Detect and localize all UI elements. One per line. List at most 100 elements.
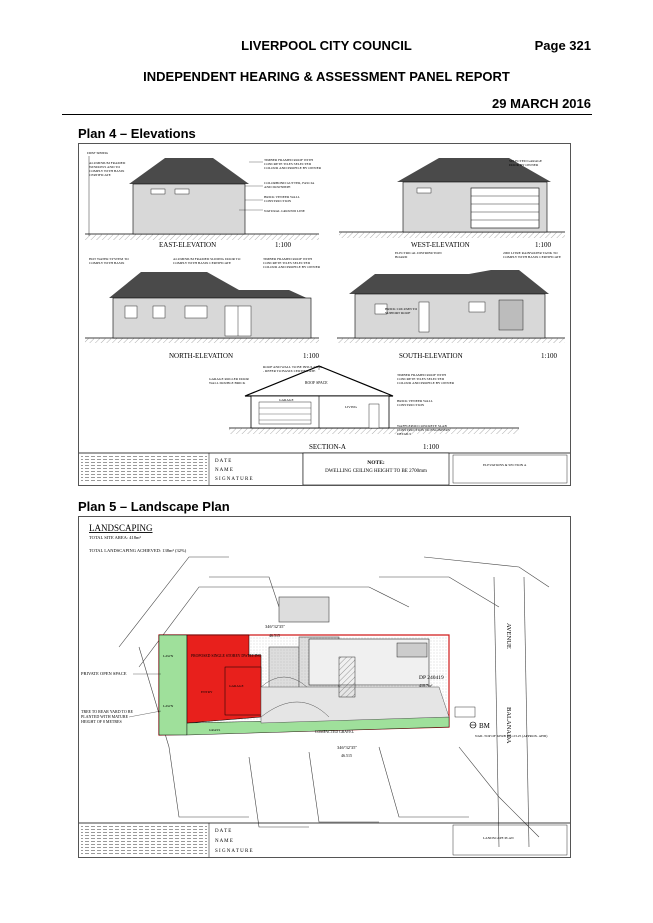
- svg-text:WALL DOUBLE BRICK: WALL DOUBLE BRICK: [209, 381, 246, 385]
- east-elevation: FIRST SPRING ALUMINIUM FRAMED WINDOWS AN…: [85, 151, 322, 249]
- svg-text:TIMBER FRAMED ROOF WITH: TIMBER FRAMED ROOF WITH: [397, 373, 446, 377]
- section-label: SECTION-A: [309, 443, 346, 451]
- svg-text:CERTIFICATE: CERTIFICATE: [89, 173, 111, 177]
- landscape-title-block: D A T E N A M E S I G N A T U R E LANDSC…: [79, 822, 570, 857]
- svg-text:WAFFLEPOD CONCRETE SLAB: WAFFLEPOD CONCRETE SLAB: [397, 424, 447, 428]
- title-block: D A T E N A M E S I G N A T U R E NOTE: …: [79, 452, 570, 486]
- west-elevation: SELECTED GARAGE DOOR BY OWNER WEST-ELEVA…: [339, 158, 565, 249]
- svg-text:BM: BM: [479, 722, 491, 730]
- svg-text:ELECTRICAL DISTRIBUTION: ELECTRICAL DISTRIBUTION: [395, 251, 442, 255]
- date-field: D A T E: [215, 459, 231, 464]
- svg-text:ROOF SPACE: ROOF SPACE: [305, 381, 328, 385]
- sheet-tag: ELEVATIONS & SECTION A: [483, 463, 527, 467]
- landscape-drawing: LANDSCAPING TOTAL SITE AREA: 418m² TOTAL…: [79, 523, 570, 857]
- svg-text:GARAGE: GARAGE: [279, 398, 294, 402]
- svg-text:PLANTED WITH MATURE: PLANTED WITH MATURE: [81, 714, 129, 719]
- header-rule: [62, 114, 592, 115]
- note-text: DWELLING CEILING HEIGHT TO BE 2700mm: [325, 469, 427, 474]
- svg-text:NAIL TOP OF KERB RL=23.25 (APP: NAIL TOP OF KERB RL=23.25 (APPROX. AHD): [475, 734, 548, 738]
- south-scale: 1:100: [541, 352, 557, 360]
- svg-text:COMPLY WITH BASIX: COMPLY WITH BASIX: [89, 261, 125, 265]
- east-scale: 1:100: [275, 241, 291, 249]
- svg-text:WINDOWS AND TO: WINDOWS AND TO: [89, 165, 120, 169]
- svg-text:BOARD: BOARD: [395, 255, 408, 259]
- name-field: N A M E: [215, 468, 233, 473]
- lot-area: 418.7m²: [419, 683, 433, 688]
- callout-windows: ALUMINIUM FRAMED: [89, 161, 126, 165]
- total-landscaping: TOTAL LANDSCAPING ACHIEVED: 138m² (32%): [89, 548, 187, 553]
- north-elevation: HOT WATER SYSTEM TO COMPLY WITH BASIX AL…: [85, 257, 321, 360]
- svg-text:BRICK COLUMN TO: BRICK COLUMN TO: [385, 307, 418, 311]
- proposed-label: PROPOSED SINGLE STOREY DWELLING: [191, 654, 262, 658]
- svg-text:HEIGHT OF 8 METRES: HEIGHT OF 8 METRES: [81, 719, 122, 724]
- signature-field: S I G N A T U R E: [215, 477, 253, 482]
- section-a: ROOF SPACE GARAGE LIVING ROOF AND WALL T…: [209, 365, 519, 451]
- svg-text:COLOUR AND PROFILE BY OWNER: COLOUR AND PROFILE BY OWNER: [397, 381, 455, 385]
- grass-label: GRASS: [209, 728, 220, 732]
- svg-text:BRICK VENEER WALL: BRICK VENEER WALL: [397, 399, 433, 403]
- tree-note-1: TREE TO REAR YARD TO BE: [81, 709, 133, 714]
- svg-text:AND DOWNPIPE: AND DOWNPIPE: [264, 185, 291, 189]
- svg-text:GARAGE ROLLER DOOR: GARAGE ROLLER DOOR: [209, 377, 250, 381]
- svg-text:CONSTRUCTION: CONSTRUCTION: [264, 199, 292, 203]
- bearing-top: 346°32'35": [265, 624, 285, 629]
- svg-text:HOT WATER SYSTEM TO: HOT WATER SYSTEM TO: [89, 257, 129, 261]
- driveway: [260, 686, 450, 724]
- svg-text:BRICK VENEER WALL: BRICK VENEER WALL: [264, 195, 300, 199]
- benchmark: BM NAIL TOP OF KERB RL=23.25 (APPROX. AH…: [469, 721, 548, 738]
- existing-dwelling: [308, 638, 430, 698]
- dim-bottom: 46.515: [341, 753, 352, 758]
- plan5-title: Plan 5 – Landscape Plan: [78, 499, 230, 514]
- elevations-drawing: FIRST SPRING ALUMINIUM FRAMED WINDOWS AN…: [79, 151, 570, 486]
- svg-text:COMPLY WITH BASIX: COMPLY WITH BASIX: [89, 169, 125, 173]
- west-scale: 1:100: [535, 241, 551, 249]
- svg-text:TIMBER FRAMED ROOF WITH: TIMBER FRAMED ROOF WITH: [264, 158, 313, 162]
- svg-text:SUPPORT ROOF: SUPPORT ROOF: [385, 311, 410, 315]
- entry-label: ENTRY: [201, 690, 213, 694]
- garage-label: GARAGE: [229, 684, 244, 688]
- svg-text:COMPLY WITH BASIX CERTIFICATE: COMPLY WITH BASIX CERTIFICATE: [173, 261, 231, 265]
- svg-text:CONSTRUCTION TO ENGINEERS: CONSTRUCTION TO ENGINEERS: [397, 428, 450, 432]
- svg-text:ROOF AND WALL TO BE INSULATED: ROOF AND WALL TO BE INSULATED: [263, 365, 322, 369]
- svg-text:COMPLY WITH BASIX CERTIFICATE: COMPLY WITH BASIX CERTIFICATE: [503, 255, 561, 259]
- report-date: 29 MARCH 2016: [492, 96, 591, 111]
- svg-text:FIRST SPRING: FIRST SPRING: [87, 151, 109, 155]
- plan4-title: Plan 4 – Elevations: [78, 126, 196, 141]
- svg-text:CONCRETE TILES SELECTED: CONCRETE TILES SELECTED: [263, 261, 311, 265]
- svg-text:ALUMINIUM FRAMED SLIDING DOOR: ALUMINIUM FRAMED SLIDING DOOR TO: [173, 257, 241, 261]
- dim-top: 46.515: [269, 633, 280, 638]
- note-title: NOTE:: [367, 460, 385, 466]
- bearing-bottom: 346°32'35": [337, 745, 357, 750]
- svg-text:NATURAL GROUND LINE: NATURAL GROUND LINE: [264, 209, 305, 213]
- street-avenue: AVENUE: [505, 623, 512, 649]
- svg-text:COLORBOND GUTTER, FASCIA: COLORBOND GUTTER, FASCIA: [264, 181, 315, 186]
- landscape-signature-field: S I G N A T U R E: [215, 849, 253, 854]
- svg-text:SELECTED GARAGE: SELECTED GARAGE: [509, 159, 542, 163]
- svg-text:COLOUR AND PROFILE BY OWNER: COLOUR AND PROFILE BY OWNER: [263, 265, 321, 269]
- lawn-area: [158, 634, 188, 736]
- north-label: NORTH-ELEVATION: [169, 352, 233, 360]
- svg-text:- REFER TO BASIX CERTIFICATE: - REFER TO BASIX CERTIFICATE: [263, 369, 315, 373]
- lawn-label-2: LAWN: [163, 704, 174, 708]
- site-area: TOTAL SITE AREA: 418m²: [89, 535, 142, 540]
- elevations-sheet: FIRST SPRING ALUMINIUM FRAMED WINDOWS AN…: [78, 143, 571, 486]
- landscape-name-field: N A M E: [215, 839, 233, 844]
- street-balanada: BALANADA: [505, 707, 512, 744]
- landscaping-heading: LANDSCAPING: [89, 523, 153, 533]
- svg-text:2000 LITRE RAINWATER TANK TO: 2000 LITRE RAINWATER TANK TO: [503, 251, 558, 255]
- private-open-space: PRIVATE OPEN SPACE: [81, 671, 127, 676]
- report-title: INDEPENDENT HEARING & ASSESSMENT PANEL R…: [143, 69, 510, 84]
- south-label: SOUTH-ELEVATION: [399, 352, 463, 360]
- landscape-tag: LANDSCAPE PLAN: [483, 836, 514, 840]
- west-label: WEST-ELEVATION: [411, 241, 470, 249]
- east-label: EAST-ELEVATION: [159, 241, 216, 249]
- svg-text:TIMBER FRAMED ROOF WITH: TIMBER FRAMED ROOF WITH: [263, 257, 312, 261]
- svg-text:CONCRETE TILES SELECTED: CONCRETE TILES SELECTED: [264, 162, 312, 166]
- svg-text:DETAILS: DETAILS: [397, 432, 411, 436]
- council-name: LIVERPOOL CITY COUNCIL: [241, 38, 412, 53]
- landscape-date-field: D A T E: [215, 829, 231, 834]
- svg-text:COLOUR AND PROFILE BY OWNER: COLOUR AND PROFILE BY OWNER: [264, 166, 322, 170]
- south-elevation: ELECTRICAL DISTRIBUTION BOARD 2000 LITRE…: [337, 251, 565, 360]
- svg-text:LIVING: LIVING: [345, 405, 358, 409]
- section-scale: 1:100: [423, 443, 439, 451]
